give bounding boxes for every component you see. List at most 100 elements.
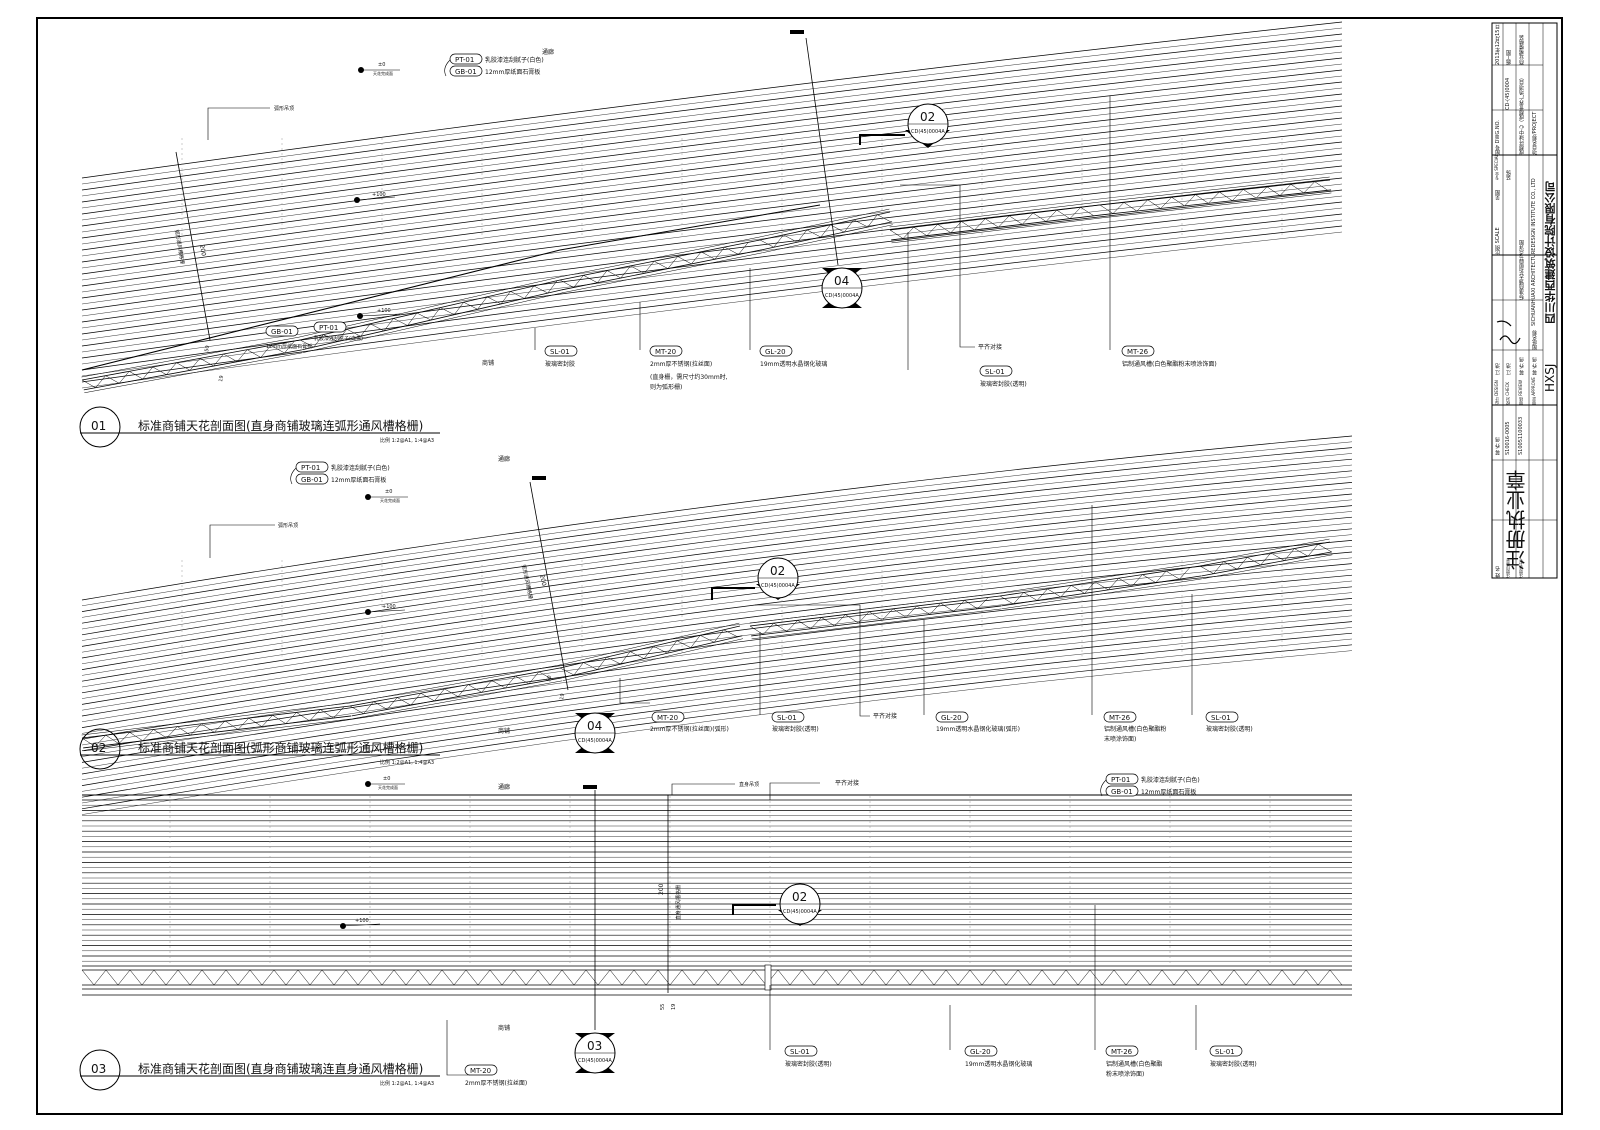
tag-sl01b-03: SL-01 玻璃密封胶(透明) xyxy=(1195,1005,1257,1068)
reg-name-value: 蒋 乔 伟 xyxy=(1495,436,1501,455)
svg-text:天花完成面: 天花完成面 xyxy=(373,70,393,76)
tag-sl01b-02: SL-01 玻璃密封胶(透明) xyxy=(1191,594,1253,733)
callout-02-s2: 02 CD(45)0004A xyxy=(711,557,800,600)
svg-text:02: 02 xyxy=(792,890,807,904)
svg-text:CD(45)0004A: CD(45)0004A xyxy=(911,129,945,135)
svg-text:比例 1:2@A1, 1:4@A3: 比例 1:2@A1, 1:4@A3 xyxy=(380,759,434,766)
company-abbr: HXSJ xyxy=(1543,363,1557,392)
tag-mt20-02: MT-20 2mm厚不锈钢(拉丝面)(弧形) xyxy=(619,678,729,733)
level-mark-100a-01: +100 xyxy=(354,192,396,203)
louvre-grid-01 xyxy=(81,21,1343,389)
tag-pt01-02: PT-01 乳胶漆连刮腻子(白色) xyxy=(295,461,390,473)
tag-gl20-02: GL-20 19mm透明水晶钢化玻璃(弧形) xyxy=(923,620,1020,733)
svg-text:SL-01: SL-01 xyxy=(790,1048,810,1056)
svg-text:03: 03 xyxy=(587,1039,602,1053)
role-design: 设计 DESIGN xyxy=(1494,380,1499,405)
curved-ceiling-label-01: 弧形吊顶 xyxy=(274,105,294,112)
tag-sl01-01: SL-01 玻璃密封胶 xyxy=(534,328,578,368)
reg-stamp-label: 注册印章号 xyxy=(1505,558,1510,578)
svg-text:玻璃密封胶(透明): 玻璃密封胶(透明) xyxy=(785,1060,832,1068)
callout-04-s1: 04 CD(45)0004A xyxy=(790,30,863,309)
level-mark-0-02: ±0 天花完成面 xyxy=(365,489,408,503)
vent-groove-label: 弧形通风槽格栅 xyxy=(173,229,186,265)
svg-text:19mm透明水晶钢化玻璃: 19mm透明水晶钢化玻璃 xyxy=(965,1060,1032,1068)
tag-flush-01: 平齐对接 xyxy=(900,184,1002,351)
svg-text:CD(45)0004A: CD(45)0004A xyxy=(578,738,612,744)
dim-19-label-03: 19 xyxy=(671,1004,677,1010)
svg-text:标准商铺天花剖面图(直身商铺玻璃连弧形通风槽格栅): 标准商铺天花剖面图(直身商铺玻璃连弧形通风槽格栅) xyxy=(138,418,423,433)
callout-02-s3: 02 CD(45)0004A xyxy=(732,883,822,926)
dim-line-200-02 xyxy=(529,481,569,691)
svg-text:GL-20: GL-20 xyxy=(941,714,962,722)
dim-19-label-02: 19 xyxy=(559,693,566,700)
svg-text:天花完成面: 天花完成面 xyxy=(380,497,400,503)
svg-text:12mm厚纸面石膏板: 12mm厚纸面石膏板 xyxy=(331,476,386,484)
svg-text:乳胶漆连刮腻子(白色): 乳胶漆连刮腻子(白色) xyxy=(314,335,363,342)
role-value-design: 江 浩 xyxy=(1495,363,1501,375)
svg-text:平齐对接: 平齐对接 xyxy=(835,779,859,787)
tag-mt26-03: MT-26 铝制通风槽(白色聚酯 粉末喷涂饰面) xyxy=(1094,905,1162,1078)
tag-gl20-03: GL-20 19mm透明水晶钢化玻璃 xyxy=(949,1005,1032,1068)
drawing-no-label: 图号 DWG.NO. xyxy=(1495,120,1501,155)
svg-text:MT-20: MT-20 xyxy=(657,714,678,722)
shop-label-02: 商铺 xyxy=(498,727,510,735)
svg-text:玻璃密封胶(透明): 玻璃密封胶(透明) xyxy=(1210,1060,1257,1068)
svg-text:GL-20: GL-20 xyxy=(765,348,786,356)
svg-text:+100: +100 xyxy=(377,308,391,314)
level-mark-100b-01: +100 xyxy=(357,308,401,319)
svg-text:19mm透明水晶钢化玻璃(弧形): 19mm透明水晶钢化玻璃(弧形) xyxy=(936,725,1020,733)
svg-text:CD(45)0004A: CD(45)0004A xyxy=(825,293,859,299)
svg-text:SL-01: SL-01 xyxy=(1211,714,1231,722)
svg-text:铝制通风槽(白色聚酯: 铝制通风槽(白色聚酯 xyxy=(1106,1060,1162,1068)
gb01-bot-desc: 12mm厚纸面石膏板 xyxy=(266,343,312,350)
role-value-review: 蒋 乔 伟 xyxy=(1519,356,1525,375)
svg-text:12mm厚纸面石膏板: 12mm厚纸面石膏板 xyxy=(485,68,540,76)
louvre-grid-02 xyxy=(81,435,1353,815)
svg-text:GB-01: GB-01 xyxy=(301,476,323,484)
svg-text:01: 01 xyxy=(91,419,106,433)
truss-strip-01 xyxy=(81,176,1332,394)
svg-text:SL-01: SL-01 xyxy=(550,348,570,356)
callout-03-s3: 03 CD(45)0004A xyxy=(574,785,616,1074)
svg-text:SL-01: SL-01 xyxy=(1215,1048,1235,1056)
svg-text:天花完成面: 天花完成面 xyxy=(378,784,398,790)
role-value-check: 江 浩 xyxy=(1506,363,1512,375)
tag-pt01-top: PT-01 乳胶漆连刮腻子(白色) xyxy=(449,53,544,65)
dim-55-label-03: 55 xyxy=(660,1004,666,1010)
svg-text:GB-01: GB-01 xyxy=(1111,788,1133,796)
tag-flush-02: 平齐对接 xyxy=(755,604,897,720)
section-02-title: 02 标准商铺天花剖面图(弧形商铺玻璃连弧形通风槽格栅) 比例 1:2@A1, … xyxy=(79,728,440,770)
svg-text:±0: ±0 xyxy=(378,62,385,68)
svg-text:乳胶漆连刮腻子(白色): 乳胶漆连刮腻子(白色) xyxy=(331,464,390,472)
curved-ceiling-label-02: 弧形吊顶 xyxy=(278,522,298,529)
svg-text:乳胶漆连刮腻子(白色): 乳胶漆连刮腻子(白色) xyxy=(1141,776,1200,784)
svg-text:+100: +100 xyxy=(372,192,386,198)
svg-text:CD(45)0004A: CD(45)0004A xyxy=(578,1058,612,1064)
svg-text:平齐对接: 平齐对接 xyxy=(978,343,1002,351)
reg-cert-label: 注册证书号 xyxy=(1518,558,1523,578)
svg-text:玻璃密封胶(透明): 玻璃密封胶(透明) xyxy=(1206,725,1253,733)
corridor-label-01: 通廊 xyxy=(542,48,554,56)
sub-project: 商业裙楼精装 xyxy=(1519,35,1525,65)
svg-text:CD(45)0004A: CD(45)0004A xyxy=(783,909,817,915)
reg-cert-value: S10051100033 xyxy=(1518,416,1524,455)
tag-mt26-01: MT-26 铝制通风槽(白色聚酯粉末喷涂饰面) xyxy=(1109,96,1217,368)
svg-text:GB-01: GB-01 xyxy=(455,68,477,76)
drawing-name-label: 图纸名称 xyxy=(1532,330,1538,350)
level-mark-0-03: ±0 天花完成面 xyxy=(365,776,405,790)
role-value-approve: 蒋 乔 伟 xyxy=(1532,356,1538,375)
svg-text:直身吊顶: 直身吊顶 xyxy=(739,781,759,788)
section-01-title: 01 标准商铺天花剖面图(直身商铺玻璃连弧形通风槽格栅) 比例 1:2@A1, … xyxy=(79,406,440,448)
dim-200-label-02: 200 xyxy=(538,574,547,587)
dim-200-label-03: 200 xyxy=(658,883,665,895)
svg-text:标准商铺天花剖面图(直身商铺玻璃连直身通风槽格栅): 标准商铺天花剖面图(直身商铺玻璃连直身通风槽格栅) xyxy=(138,1061,423,1076)
company-cn: 四川华西建筑设计院有限公司 xyxy=(1544,181,1557,324)
svg-text:平齐对接: 平齐对接 xyxy=(873,712,897,720)
dim-200-label: 200 xyxy=(198,244,207,257)
svg-text:比例 1:2@A1, 1:4@A3: 比例 1:2@A1, 1:4@A3 xyxy=(380,437,434,444)
svg-text:粉末喷涂饰面): 粉末喷涂饰面) xyxy=(1106,1070,1144,1078)
callout-04-s2: 04 CD(45)0004A xyxy=(532,476,616,754)
role-check: 校对 CHECK xyxy=(1505,381,1510,405)
section-03-title: 03 标准商铺天花剖面图(直身商铺玻璃连直身通风槽格栅) 比例 1:2@A1, … xyxy=(79,1049,440,1091)
svg-text:2mm厚不锈钢(拉丝面): 2mm厚不锈钢(拉丝面) xyxy=(650,360,712,368)
